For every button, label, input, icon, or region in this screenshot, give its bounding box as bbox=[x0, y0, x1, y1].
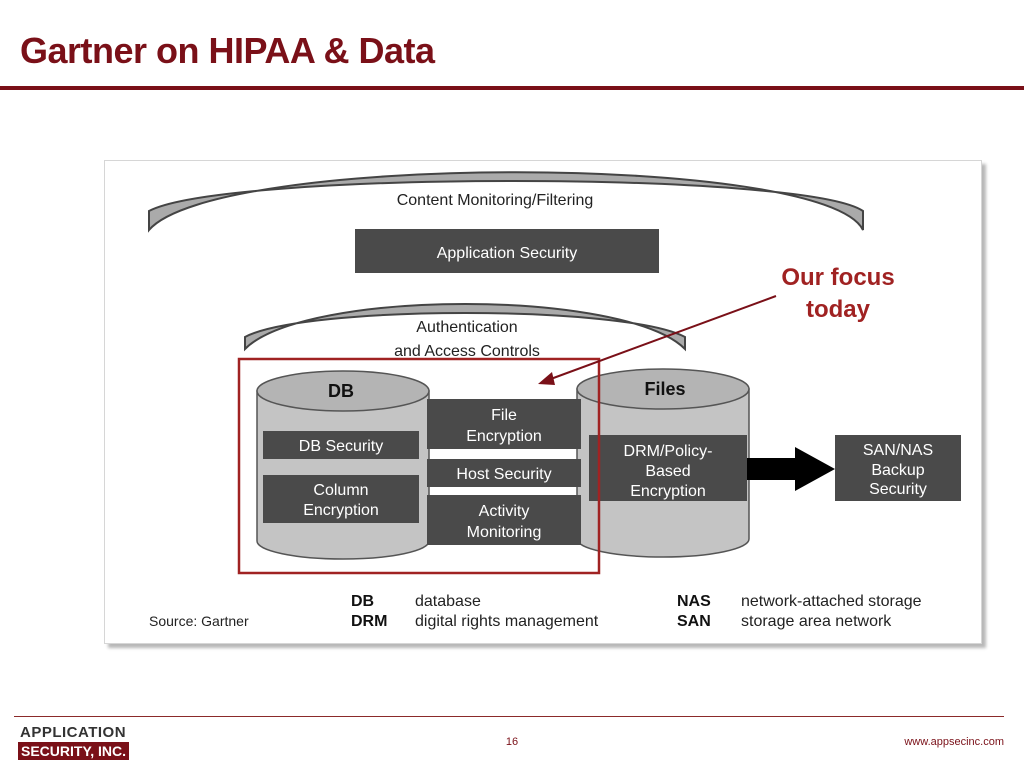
legend-abbr-san: SAN bbox=[677, 613, 711, 630]
diagram-canvas: Content Monitoring/Filtering Application… bbox=[148, 171, 961, 630]
legend-abbr-nas: NAS bbox=[677, 593, 711, 610]
drm-line2: Based bbox=[645, 463, 690, 480]
our-focus-line2: today bbox=[805, 296, 870, 323]
slide-title: Gartner on HIPAA & Data bbox=[20, 30, 435, 71]
our-focus-callout: Our focus today bbox=[752, 262, 924, 326]
db-security-box bbox=[263, 431, 419, 459]
file-encryption-box bbox=[427, 399, 581, 449]
db-label: DB bbox=[328, 381, 354, 401]
website-url: www.appsecinc.com bbox=[904, 736, 1004, 748]
drm-line1: DRM/Policy- bbox=[624, 443, 713, 460]
db-cylinder-top bbox=[256, 370, 430, 412]
activity-monitoring-box bbox=[427, 495, 581, 545]
title-divider bbox=[0, 86, 1024, 90]
access-controls-label: and Access Controls bbox=[394, 343, 540, 360]
san-line2: Backup bbox=[871, 462, 924, 479]
san-nas-box bbox=[835, 435, 961, 501]
content-monitoring-arch bbox=[148, 171, 864, 233]
legend-abbr-db: DB bbox=[351, 593, 374, 610]
legend-def-db: database bbox=[415, 593, 481, 610]
column-encryption-line2: Encryption bbox=[303, 502, 379, 519]
source-label: Source: Gartner bbox=[149, 613, 249, 629]
application-security-label: Application Security bbox=[437, 245, 578, 262]
our-focus-line1: Our focus bbox=[781, 264, 895, 291]
files-label: Files bbox=[644, 379, 685, 399]
host-security-box bbox=[427, 459, 581, 487]
footer-divider bbox=[14, 716, 1004, 717]
logo-line1: APPLICATION bbox=[20, 724, 127, 741]
drm-encryption-box bbox=[589, 435, 747, 501]
logo-line2: SECURITY, INC. bbox=[18, 742, 130, 760]
file-encryption-line1: File bbox=[491, 407, 517, 424]
drm-line3: Encryption bbox=[630, 483, 706, 500]
file-encryption-line2: Encryption bbox=[466, 428, 542, 445]
column-encryption-line1: Column bbox=[313, 482, 368, 499]
gartner-diagram: Content Monitoring/Filtering Application… bbox=[104, 160, 982, 644]
legend-def-drm: digital rights management bbox=[415, 613, 599, 630]
san-line3: Security bbox=[869, 481, 927, 498]
application-security-box bbox=[355, 229, 659, 273]
activity-monitoring-line2: Monitoring bbox=[467, 524, 542, 541]
san-line1: SAN/NAS bbox=[863, 442, 933, 459]
db-security-label: DB Security bbox=[299, 438, 383, 455]
host-security-label: Host Security bbox=[456, 466, 551, 483]
focus-highlight-box bbox=[237, 357, 601, 575]
company-logo: APPLICATION SECURITY, INC. bbox=[18, 723, 142, 763]
activity-monitoring-line1: Activity bbox=[479, 503, 530, 520]
authentication-label: Authentication bbox=[416, 319, 517, 336]
db-cylinder bbox=[256, 390, 430, 560]
page-number: 16 bbox=[505, 736, 519, 748]
backup-arrow bbox=[747, 447, 835, 491]
legend-def-san: storage area network bbox=[741, 613, 892, 630]
column-encryption-box bbox=[263, 475, 419, 523]
content-monitoring-label: Content Monitoring/Filtering bbox=[397, 192, 594, 209]
legend-abbr-drm: DRM bbox=[351, 613, 387, 630]
legend-def-nas: network-attached storage bbox=[741, 593, 922, 610]
